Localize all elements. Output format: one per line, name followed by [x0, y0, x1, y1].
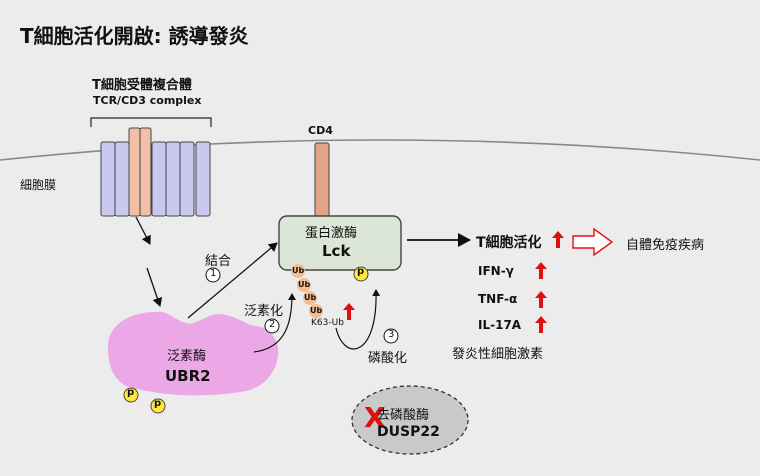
cytokine-il17a: IL-17A [478, 318, 522, 332]
step-2-number: 2 [269, 319, 276, 330]
step-3-circle [383, 328, 399, 344]
cd4-receptor [314, 142, 330, 218]
phosphorylation-arrow [335, 289, 381, 350]
k63-label: K63-Ub [311, 318, 344, 328]
bind-arrow [187, 242, 278, 319]
step-1-number: 1 [210, 268, 217, 279]
ubr2-blob [108, 311, 279, 396]
ubr2-label-en: UBR2 [165, 367, 211, 385]
ubr2-phospho-label-1: p [127, 387, 135, 398]
tcr-bracket [90, 117, 212, 127]
tcr-down-arrow-1 [135, 216, 151, 245]
membrane-label: 細胞膜 [20, 178, 57, 192]
tcr-label-en: TCR/CD3 complex [93, 94, 202, 107]
ub-label-4: Ub [310, 306, 323, 315]
dusp22-x-mark: X [364, 401, 386, 434]
tcr-down-arrow-2 [146, 267, 163, 307]
step-3-number: 3 [388, 329, 395, 340]
page-title: T細胞活化開啟: 誘導發炎 [20, 24, 249, 48]
step-2-label: 泛素化 [244, 304, 284, 319]
red-up-arrows [343, 231, 564, 333]
activation-label: T細胞活化 [476, 235, 542, 251]
lck-label-zh: 蛋白激酶 [305, 226, 358, 241]
ub-chain [291, 264, 323, 318]
step-3-label: 磷酸化 [368, 351, 408, 366]
step-1-label: 結合 [205, 254, 232, 269]
ubiquitination-arrow [253, 293, 296, 353]
step-1-circle [205, 267, 221, 283]
cytokine-group-label: 發炎性細胞激素 [452, 347, 544, 362]
tcr-complex [100, 127, 211, 217]
cd4-label: CD4 [308, 124, 333, 137]
ub-label-3: Ub [304, 293, 317, 302]
ubr2-label-zh: 泛素酶 [167, 349, 207, 364]
dusp22-ellipse [351, 385, 469, 455]
dusp22-label-zh: 去磷酸酶 [377, 408, 430, 423]
tcr-label-zh: T細胞受體複合體 [92, 78, 192, 93]
ub-label-1: Ub [292, 266, 305, 275]
lck-box [278, 215, 402, 271]
autoimmune-hollow-arrow [572, 227, 614, 257]
autoimmune-label: 自體免疫疾病 [626, 238, 705, 253]
ubr2-phospho-1 [123, 387, 139, 403]
cytokine-tnf: TNF-α [478, 292, 518, 306]
step-2-circle [264, 318, 280, 334]
ubr2-phospho-label-2: p [154, 398, 162, 409]
ubr2-phospho-2 [150, 398, 166, 414]
dusp22-label-en: DUSP22 [377, 424, 440, 440]
lck-phospho-label: p [357, 266, 365, 277]
lck-label-en: Lck [322, 242, 351, 260]
ub-label-2: Ub [298, 280, 311, 289]
cytokine-ifn: IFN-γ [478, 264, 514, 278]
lck-phospho [353, 266, 369, 282]
